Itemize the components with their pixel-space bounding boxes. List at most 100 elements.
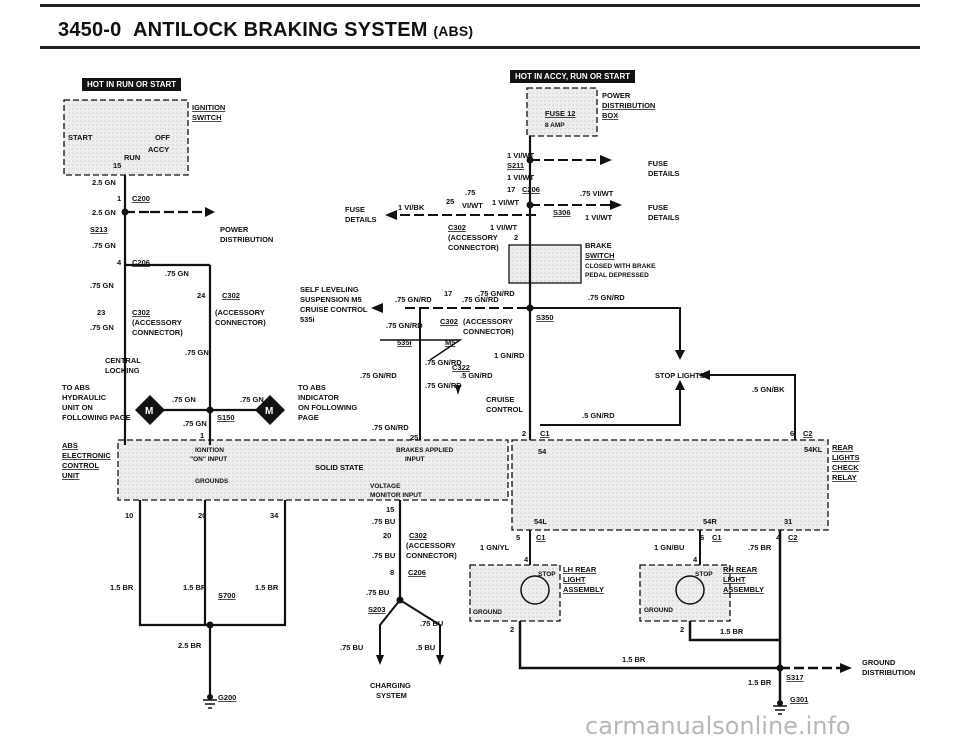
accessory-label: (ACCESSORY [215,308,265,317]
wire-label: .5 GN/RD [460,371,493,380]
svg-text:M: M [145,406,153,417]
wire-label: 1.5 BR [255,583,279,592]
to-ind-label: PAGE [298,413,319,422]
watermark: carmanualsonline.info [585,712,851,740]
connector-c322: C322 [452,363,470,372]
fuse-amp: 8 AMP [545,122,565,129]
accessory-label: (ACCESSORY [463,317,513,326]
connector-c200: C200 [132,194,150,203]
pin-label: 24 [197,291,206,300]
rh-stop-lamp [675,575,705,605]
connector-c1: C1 [540,429,550,438]
wire-label: .75 GN [92,241,116,250]
header-top-rule [40,4,920,7]
to-abs-label: FOLLOWING PAGE [62,413,131,422]
relay-label: LIGHTS [832,453,860,462]
pin-label: 25 [446,197,454,206]
wire-label: 1.5 BR [183,583,207,592]
wire-label: .75 BU [420,619,443,628]
pin-label: 4 [776,533,781,542]
closed-label: CLOSED WITH BRAKE [585,263,656,270]
svg-text:M: M [265,406,273,417]
pin-label: 4 [693,555,698,564]
wire-label: .75 BU [366,588,389,597]
fuse-12: FUSE 12 [545,109,575,118]
cruise-label: CRUISE [486,395,514,404]
connector-c2: C2 [788,533,798,542]
ignition-off: OFF [155,133,170,142]
self-leveling: 535i [300,315,315,324]
lh-stop-lamp [520,575,550,605]
pin-label: 1 [200,431,204,440]
wire-label: .75 BR [748,543,772,552]
pin-label: 6 [790,429,794,438]
wire-label: 2.5 BR [178,641,202,650]
wire-label: .75 GN/RD [588,293,625,302]
wire-label: .75 GN [90,323,114,332]
wire-label: .75 GN [90,281,114,290]
wire-label: .75 VI/WT [580,189,614,198]
brake-switch-box [508,244,582,284]
self-leveling: SELF LEVELING [300,285,359,294]
fuse-details: FUSE [648,203,668,212]
wire-label: .5 GN/RD [582,411,615,420]
fuse-details2: DETAILS [345,215,377,224]
brake-label: BRAKE [585,241,612,250]
title-text: ANTILOCK BRAKING SYSTEM [133,19,428,41]
wire-label: 1 VI/WT [507,173,535,182]
ignition-switch-box [63,99,189,176]
fuse-details: DETAILS [648,213,680,222]
fuse-box-power: POWER [602,91,631,100]
wire-label: 1.5 BR [748,678,772,687]
wire-label: .75 GN [183,419,207,428]
pin-label: 4 [117,258,122,267]
pin-label: 6 [700,533,704,542]
power-dist-label: POWER [220,225,249,234]
to-ind-label: INDICATOR [298,393,340,402]
rh-light-label: RH REAR [723,565,758,574]
ignition-pin: 15 [113,161,121,170]
connector-c302: C302 [132,308,150,317]
connector-c1: C1 [712,533,722,542]
rh-light-box [639,564,731,622]
pin-label: 20 [198,511,206,520]
splice-s317: S317 [786,673,804,682]
wire-label: 1 GN/YL [480,543,510,552]
connector-c302: C302 [448,223,466,232]
pin-label: 10 [125,511,133,520]
pin-label: 54 [538,447,547,456]
rh-light-label: ASSEMBLY [723,585,764,594]
ignition-start: START [68,133,93,142]
wire-label: .75 GN [240,395,264,404]
abs-ecu-box [117,439,509,501]
model-535: 535i [397,338,412,347]
wire-label: 1 GN/BU [654,543,684,552]
ecu-grounds: GROUNDS [195,478,229,485]
hot-label-right: HOT IN ACCY, RUN OR START [510,70,636,83]
connector-label: CONNECTOR) [463,327,514,336]
connector-c2: C2 [803,429,813,438]
wire-label: 1 VI/BK [398,203,425,212]
wire-label: .5 BU [416,643,435,652]
fuse-box-box: BOX [602,111,618,120]
charging-label: CHARGING [370,681,411,690]
to-ind-label: ON FOLLOWING [298,403,357,412]
abs-ecu-label: ELECTRONIC [62,451,111,460]
wire-label: .5 GN/BK [752,385,785,394]
ecu-brakes-input: INPUT [405,456,425,463]
splice-s150: S150 [217,413,235,422]
pedal-label: PEDAL DEPRESSED [585,272,649,279]
ecu-ignition-input: "ON" INPUT [190,456,227,463]
abs-ecu-label: UNIT [62,471,80,480]
pin-label: 25 [410,433,418,442]
connector-label: CONNECTOR) [448,243,499,252]
pin-label: 15 [386,505,394,514]
ignition-accy: ACCY [148,145,169,154]
stop-lights-label: STOP LIGHTS [655,371,705,380]
switch-label: SWITCH [585,251,615,260]
wire-label: .75 GN/RD [372,423,409,432]
ecu-brakes-input: BRAKES APPLIED [396,447,453,454]
wire-label: 1.5 BR [622,655,646,664]
rh-ground-label: GROUND [644,607,673,614]
power-dist-label2: DISTRIBUTION [220,235,273,244]
